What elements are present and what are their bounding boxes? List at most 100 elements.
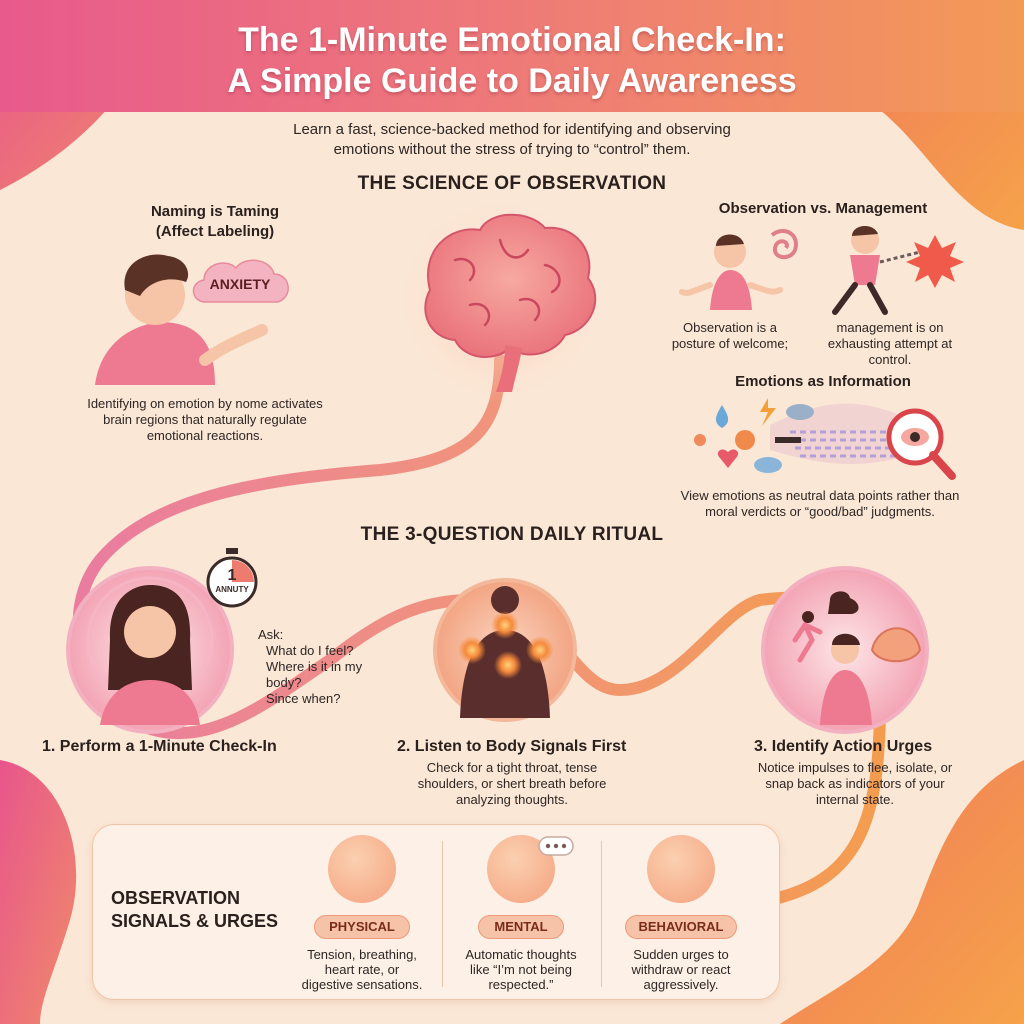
step-3-text-line-1: Notice impulses to flee, isolate, or <box>757 760 953 775</box>
ask-line: Where is it in my <box>266 659 363 674</box>
thought-dots-icon <box>538 836 574 856</box>
heart-icon <box>717 449 739 468</box>
behavioral-text-line: Sudden urges to <box>633 947 729 962</box>
running-person-icon <box>792 619 823 663</box>
step-3-text: Notice impulses to flee, isolate, or sna… <box>730 760 980 808</box>
physical-text-line: Tension, breathing, <box>307 947 417 962</box>
hotspot-shoulder-left <box>458 636 486 664</box>
information-text-line-1: View emotions as neutral data points rat… <box>680 488 960 503</box>
step-2-title: 2. Listen to Body Signals First <box>397 738 627 755</box>
step-2-illustration <box>433 578 577 722</box>
lightning-icon <box>760 398 776 426</box>
ask-questions: Ask: What do I feel? Where is it in my b… <box>258 627 368 707</box>
step-3-illustration <box>761 566 929 734</box>
anxiety-thought-bubble: ANXIETY <box>190 256 294 314</box>
ask-line: Since when? <box>266 691 341 706</box>
mental-text-line: Automatic thoughts <box>465 947 577 962</box>
page-title: The 1-Minute Emotional Check-In: A Simpl… <box>0 20 1024 102</box>
naming-text-line-1: Identifying on emotion by nome activates <box>87 396 323 411</box>
title-line-2: A Simple Guide to Daily Awareness <box>227 62 797 100</box>
ask-line: What do I feel? <box>266 643 354 658</box>
mental-text: Automatic thoughts like “I’m not being r… <box>441 947 601 992</box>
management-text: management is on exhausting attempt at c… <box>815 320 965 368</box>
physical-text-line: heart rate, or <box>324 962 400 977</box>
signals-title: OBSERVATION SIGNALS & URGES <box>111 887 301 933</box>
physical-badge: PHYSICAL <box>314 915 410 939</box>
cloud-icon <box>786 404 814 420</box>
observation-text-line-1: Observation is a <box>683 320 777 335</box>
shell-icon <box>870 627 922 663</box>
observation-heading: Observation vs. Management <box>718 200 928 217</box>
information-heading: Emotions as Information <box>735 373 911 390</box>
ask-line: Ask: <box>258 627 284 642</box>
mental-text-line: like “I’m not being <box>470 962 572 977</box>
hotspot-chest <box>494 651 522 679</box>
behavioral-text-line: withdraw or react <box>631 962 731 977</box>
naming-heading-line-1: Naming is Taming <box>150 203 280 220</box>
droplet-icon <box>715 405 729 428</box>
signals-title-line-1: OBSERVATION <box>111 888 241 908</box>
behavioral-badge: BEHAVIORAL <box>625 915 737 939</box>
sad-face-icon <box>735 430 755 450</box>
emotion-data-funnel <box>694 398 956 480</box>
mental-badge: MENTAL <box>478 915 564 939</box>
timer-label: ANNUTY <box>215 585 249 594</box>
step-2-text-line-1: Check for a tight throat, tense <box>426 760 598 775</box>
hotspot-throat <box>491 611 519 639</box>
signals-title-line-2: SIGNALS & URGES <box>111 911 279 931</box>
step-1-illustration <box>66 566 234 734</box>
step-2-text: Check for a tight throat, tense shoulder… <box>380 760 644 808</box>
person-calm-illustration <box>95 254 268 385</box>
behavioral-text: Sudden urges to withdraw or react aggres… <box>601 947 761 992</box>
anxiety-label: ANXIETY <box>209 276 271 292</box>
mental-text-line: respected.” <box>488 977 554 992</box>
management-text-line-3: control. <box>868 352 912 367</box>
step-3-text-line-2: snap back as indicators of your <box>765 776 945 791</box>
naming-heading: Naming is Taming (Affect Labeling) <box>110 202 320 242</box>
information-text-line-2: moral verdicts or “good/bad” judgments. <box>705 504 935 519</box>
intro-line-2: emotions without the stress of trying to… <box>333 141 691 158</box>
timer-icon <box>206 548 258 608</box>
observation-text-line-2: posture of welcome; <box>671 336 789 351</box>
step-3-title: 3. Identify Action Urges <box>754 738 933 755</box>
blob-bottom-left <box>0 760 77 1024</box>
management-text-line-2: exhausting attempt at <box>827 336 953 351</box>
cloud-bubble-icon <box>192 259 289 303</box>
sun-icon <box>694 434 706 446</box>
science-heading: THE SCIENCE OF OBSERVATION <box>357 173 667 194</box>
ask-line: body? <box>266 675 302 690</box>
title-line-1: The 1-Minute Emotional Check-In: <box>238 21 786 59</box>
dumbbell-icon <box>775 437 801 443</box>
cloud-icon <box>754 457 782 473</box>
ritual-heading: THE 3-QUESTION DAILY RITUAL <box>360 524 664 545</box>
burst-icon <box>906 235 964 288</box>
panel-divider <box>601 841 602 987</box>
observation-person-icon <box>679 229 798 310</box>
intro-line-1: Learn a fast, science-backed method for … <box>293 121 731 138</box>
blob-bottom-right <box>780 760 1024 1024</box>
behavioral-icon <box>647 835 715 903</box>
signals-panel: OBSERVATION SIGNALS & URGES PHYSICAL Ten… <box>92 824 780 1000</box>
management-person-icon <box>832 225 964 315</box>
panel-divider <box>442 841 443 987</box>
physical-icon <box>328 835 396 903</box>
observation-text: Observation is a posture of welcome; <box>660 320 800 352</box>
naming-text-line-2: brain regions that naturally regulate <box>103 412 307 427</box>
management-text-line-1: management is on <box>836 320 944 335</box>
brain-icon <box>424 213 597 392</box>
header-banner <box>0 0 1024 112</box>
intro-text: Learn a fast, science-backed method for … <box>212 120 812 160</box>
naming-heading-line-2: (Affect Labeling) <box>155 223 275 240</box>
behavioral-text-line: aggressively. <box>643 977 719 992</box>
information-text: View emotions as neutral data points rat… <box>660 488 980 520</box>
step-2-text-line-2: shoulders, or shert breath before <box>417 776 607 791</box>
step-2-text-line-3: analyzing thoughts. <box>455 792 569 807</box>
step-3-text-line-3: internal state. <box>815 792 895 807</box>
step-1-title: 1. Perform a 1-Minute Check-In <box>42 738 277 755</box>
physical-text-line: digestive sensations. <box>301 977 423 992</box>
naming-text-line-3: emotional reactions. <box>146 428 264 443</box>
timer-number: 1 <box>227 567 237 584</box>
physical-text: Tension, breathing, heart rate, or diges… <box>282 947 442 992</box>
naming-text: Identifying on emotion by nome activates… <box>50 396 360 444</box>
